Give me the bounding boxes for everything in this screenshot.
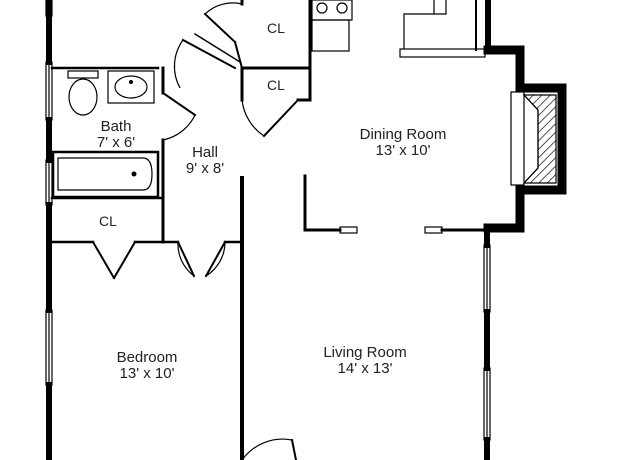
stove xyxy=(311,0,353,52)
interior-walls xyxy=(50,0,489,460)
room-labels: Bath 7' x 6' Hall 9' x 8' Dining Room 13… xyxy=(97,20,446,382)
hall-name: Hall xyxy=(192,144,218,161)
bedroom-name: Bedroom xyxy=(117,349,178,366)
wall-posts xyxy=(339,226,443,234)
exterior-walls xyxy=(46,0,567,460)
bathtub xyxy=(51,150,160,199)
fireplace xyxy=(510,91,557,186)
upper-closet-label: CL xyxy=(267,20,285,36)
middle-closet-label: CL xyxy=(267,77,285,93)
windows xyxy=(45,0,491,441)
bath-dims: 7' x 6' xyxy=(97,134,135,151)
dining-room-name: Dining Room xyxy=(360,126,447,143)
bath-closet-label: CL xyxy=(99,213,117,229)
dining-room-dims: 13' x 10' xyxy=(376,142,431,159)
hall-dims: 9' x 8' xyxy=(186,160,224,177)
bedroom-dims: 13' x 10' xyxy=(120,365,175,382)
doors xyxy=(91,2,300,460)
sink xyxy=(107,70,155,104)
toilet xyxy=(67,70,99,116)
kitchen-counter xyxy=(399,0,486,58)
living-room-name: Living Room xyxy=(323,344,406,361)
living-room-dims: 14' x 13' xyxy=(338,360,393,377)
bath-name: Bath xyxy=(101,118,132,135)
